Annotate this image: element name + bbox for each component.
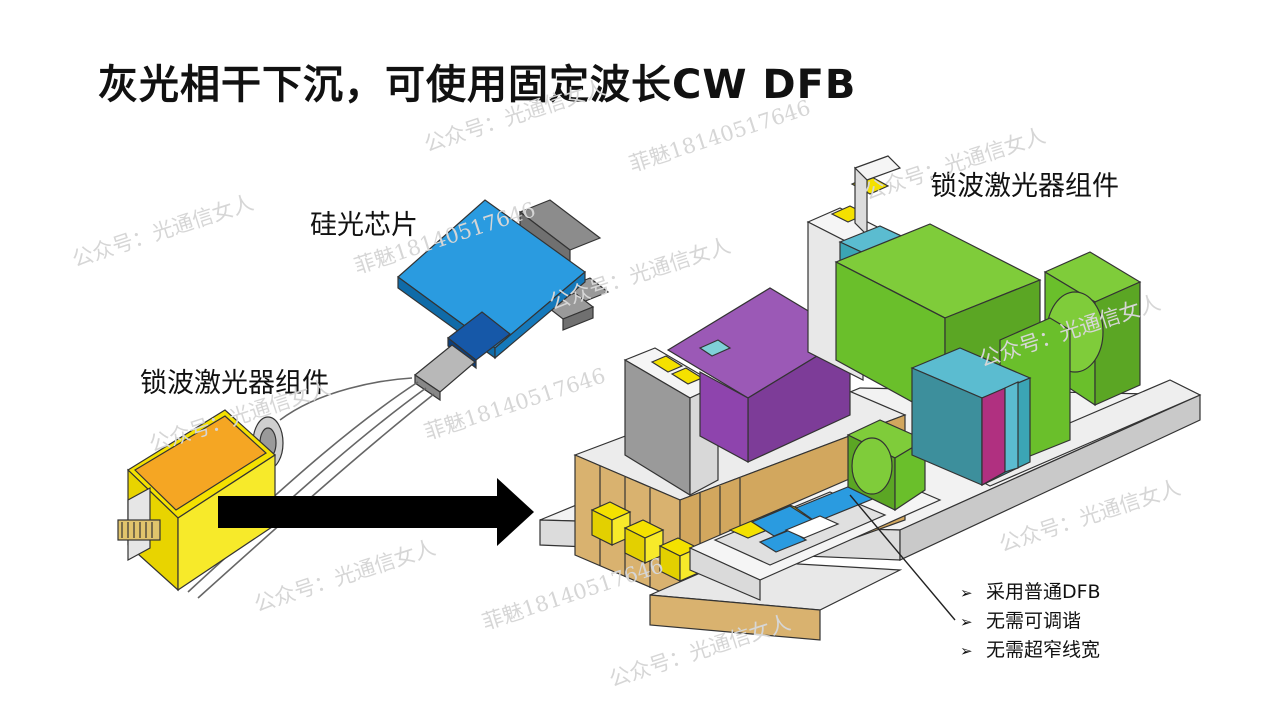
feature-item: ➢ 无需可调谐 (960, 607, 1101, 636)
bullet-arrow-icon: ➢ (960, 642, 973, 660)
feature-text: 采用普通DFB (986, 581, 1101, 603)
arrow-right-icon (218, 478, 534, 546)
right-laser-label: 锁波激光器组件 (930, 171, 1119, 202)
feature-text: 无需超窄线宽 (986, 639, 1101, 661)
silicon-chip-illustration (397, 199, 610, 402)
feature-list: ➢ 采用普通DFB ➢ 无需可调谐 ➢ 无需超窄线宽 (960, 578, 1101, 665)
bullet-arrow-icon: ➢ (960, 613, 973, 631)
silicon-chip-label: 硅光芯片 (310, 210, 418, 241)
slide-title: 灰光相干下沉，可使用固定波长CW DFB (98, 62, 857, 108)
bullet-arrow-icon: ➢ (960, 584, 973, 602)
feature-item: ➢ 采用普通DFB (960, 578, 1101, 607)
feature-item: ➢ 无需超窄线宽 (960, 636, 1101, 665)
left-laser-module-illustration (117, 409, 284, 592)
callout-line (849, 494, 956, 621)
left-laser-label: 锁波激光器组件 (140, 368, 329, 399)
feature-text: 无需可调谐 (986, 610, 1082, 632)
right-assembly-illustration (539, 155, 1202, 641)
